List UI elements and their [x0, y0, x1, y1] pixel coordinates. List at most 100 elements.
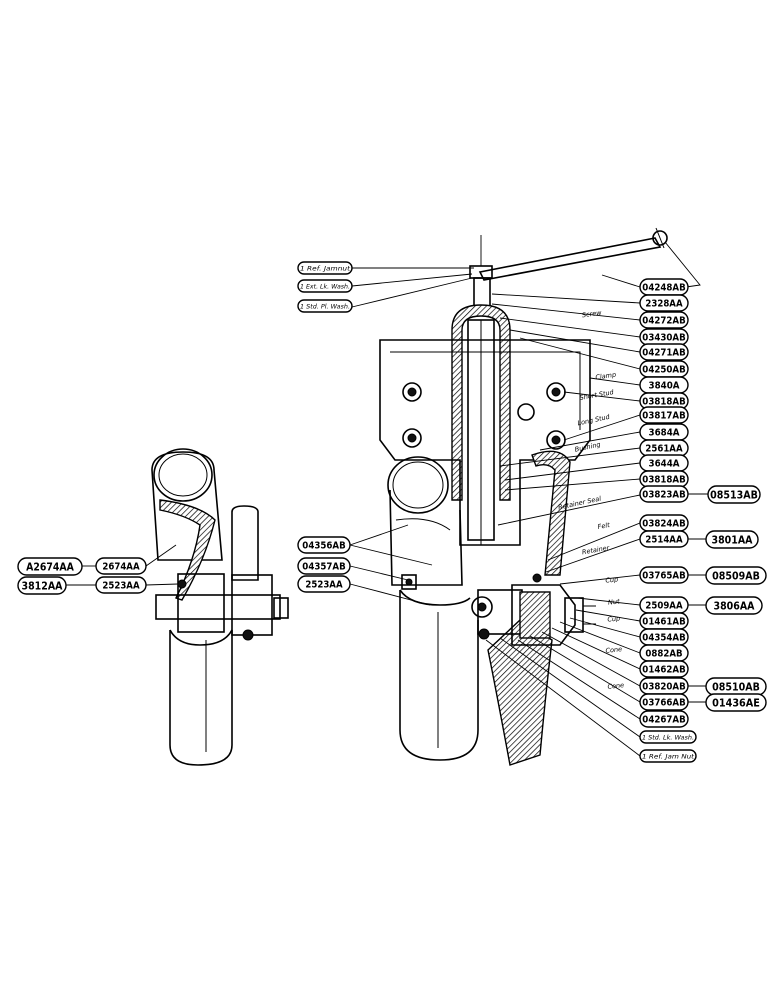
handwritten-note: Cone — [605, 645, 622, 655]
label-text: 03824AB — [642, 519, 685, 530]
label-text: 3684A — [649, 428, 680, 439]
label-text: 08513AB — [710, 488, 758, 501]
label-outline — [17, 557, 83, 576]
label-text: 03818AB — [642, 397, 685, 408]
label-text: 2328AA — [645, 299, 682, 310]
label-outline — [639, 693, 689, 711]
part-label-r15: 2514AA — [639, 530, 689, 548]
label-outline — [17, 576, 67, 595]
part-label-l0: A2674AA — [17, 557, 83, 576]
label-text: 2509AA — [645, 601, 682, 612]
handwritten-note: Felt — [597, 521, 611, 531]
handwritten-note: Cone — [607, 681, 624, 691]
part-label-r14: 03824AB — [639, 514, 689, 532]
part-label-r24: 04267AB — [639, 710, 689, 728]
label-text: 04271AB — [642, 348, 685, 359]
part-label-r9: 3684A — [639, 423, 689, 441]
label-text: 04356AB — [302, 541, 345, 552]
part-label-r11: 3644A — [639, 454, 689, 472]
label-text: 08509AB — [712, 569, 760, 582]
label-text: 01436AE — [712, 696, 760, 709]
label-outline — [639, 566, 689, 584]
part-label-r0: 04248AB — [639, 278, 689, 296]
leader-lines — [66, 241, 708, 757]
handwritten-note: Clamp — [595, 371, 617, 382]
part-label-r21: 01462AB — [639, 660, 689, 678]
part-label-r2: 04272AB — [639, 311, 689, 329]
label-text: 2523AA — [305, 580, 342, 591]
part-label-f1: 3801AA — [705, 530, 759, 549]
handwritten-note: Cup — [607, 614, 621, 623]
label-outline — [297, 575, 351, 593]
label-outline — [705, 530, 759, 549]
side-view-wheel — [151, 448, 289, 766]
label-text: 01462AB — [642, 665, 685, 676]
label-text: 3801AA — [712, 533, 753, 546]
handwritten-note: Cup — [605, 575, 619, 584]
handwritten-note: Bushing — [574, 440, 601, 453]
part-label-l2: 3812AA — [17, 576, 67, 595]
part-label-r22: 03820AB — [639, 677, 689, 695]
part-label-r16: 03765AB — [639, 566, 689, 584]
label-text: 1 Ref. Jam Nut — [642, 752, 694, 760]
label-outline — [639, 749, 697, 763]
label-outline — [639, 294, 689, 312]
part-label-f5: 01436AE — [705, 693, 767, 712]
label-text: 04267AB — [642, 715, 685, 726]
part-label-r3: 03430AB — [639, 328, 689, 346]
front-view-assembly — [379, 227, 668, 766]
part-label-r18: 01461AB — [639, 612, 689, 630]
part-label-t2: 1 Std. Pl. Wash. — [297, 299, 353, 313]
label-text: 3644A — [649, 459, 680, 470]
part-label-c2: 2523AA — [297, 575, 351, 593]
label-text: 03818AB — [642, 475, 685, 486]
label-text: 03823AB — [642, 490, 685, 501]
label-outline — [639, 660, 689, 678]
part-label-f0: 08513AB — [707, 485, 761, 504]
label-outline — [639, 730, 697, 744]
label-text: 03817AB — [642, 411, 685, 422]
label-text: 1 Std. Pl. Wash. — [300, 302, 350, 310]
handwritten-note: Screw — [581, 309, 602, 320]
part-label-l1: 2674AA — [95, 557, 147, 575]
label-text: 1 Std. Lk. Wash. — [642, 733, 694, 741]
part-label-f3: 3806AA — [705, 596, 763, 615]
part-label-r20: 0882AB — [639, 644, 689, 662]
handwritten-note: Short Stud — [579, 388, 615, 402]
label-text: 3812AA — [22, 579, 63, 592]
label-text: 0882AB — [645, 649, 682, 660]
part-label-r26: 1 Ref. Jam Nut — [639, 749, 697, 763]
label-text: 01461AB — [642, 617, 685, 628]
label-outline — [639, 406, 689, 424]
label-text: 1 Ext. Lk. Wash. — [300, 282, 350, 290]
label-text: 04248AB — [642, 283, 685, 294]
label-outline — [297, 279, 353, 293]
label-text: 04272AB — [642, 316, 685, 327]
part-label-c0: 04356AB — [297, 536, 351, 554]
label-text: 08510AB — [712, 680, 760, 693]
label-outline — [639, 343, 689, 361]
label-outline — [95, 557, 147, 575]
label-outline — [705, 693, 767, 712]
label-text: 3840A — [649, 381, 680, 392]
label-text: 03820AB — [642, 682, 685, 693]
label-text: 04354AB — [642, 633, 685, 644]
part-label-r25: 1 Std. Lk. Wash. — [639, 730, 697, 744]
label-text: 04357AB — [302, 562, 345, 573]
label-outline — [297, 261, 353, 275]
label-text: 2674AA — [102, 562, 139, 573]
part-label-r19: 04354AB — [639, 628, 689, 646]
part-label-r17: 2509AA — [639, 596, 689, 614]
label-text: 3806AA — [714, 599, 755, 612]
part-label-r1: 2328AA — [639, 294, 689, 312]
part-label-f2: 08509AB — [705, 566, 767, 585]
label-outline — [639, 311, 689, 329]
label-text: 03765AB — [642, 571, 685, 582]
part-label-r12: 03818AB — [639, 470, 689, 488]
part-number-labels: A2674AA 2674AA 3812AA 2523AA 04356AB 04357AB 2… — [17, 261, 767, 763]
label-outline — [705, 596, 763, 615]
part-label-t0: 1 Ref. Jamnut — [297, 261, 353, 275]
part-label-f4: 08510AB — [705, 677, 767, 696]
label-outline — [705, 566, 767, 585]
